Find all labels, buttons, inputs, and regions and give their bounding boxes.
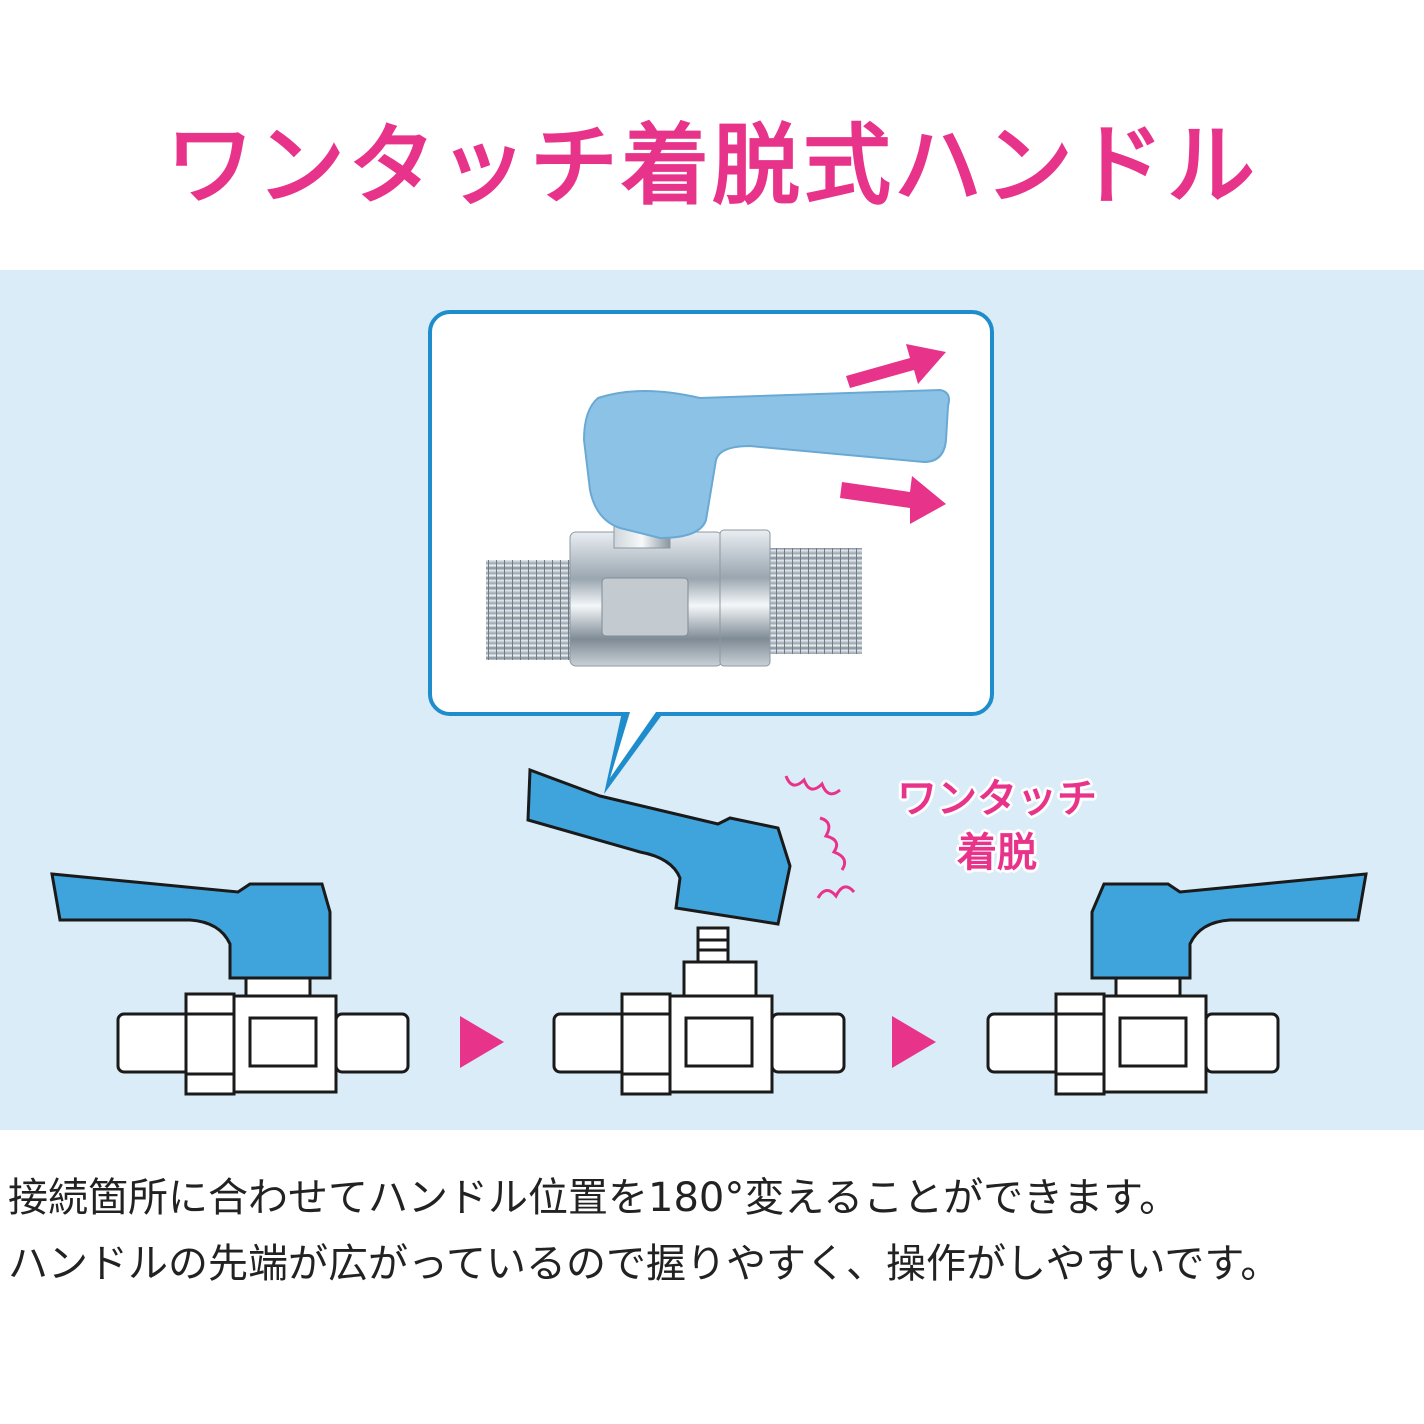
left-thread <box>486 560 576 660</box>
description-line-1: 接続箇所に合わせてハンドル位置を180°変えることができます。 <box>8 1175 1180 1221</box>
badge-line-2: 着脱 <box>957 830 1037 876</box>
step-arrow-2 <box>892 1016 936 1068</box>
page-title: ワンタッチ着脱式ハンドル <box>165 114 1258 217</box>
snap-squiggle <box>784 775 856 899</box>
union-nut <box>719 529 771 667</box>
right-thread <box>770 548 862 654</box>
step-arrow-1 <box>460 1016 504 1068</box>
handle-lever <box>582 388 950 540</box>
description: 接続箇所に合わせてハンドル位置を180°変えることができます。 ハンドルの先端が… <box>8 1165 1424 1297</box>
onetouch-badge: ワンタッチ 着脱 <box>872 772 1122 880</box>
badge-line-1: ワンタッチ <box>897 776 1097 822</box>
description-line-2: ハンドルの先端が広がっているので握りやすく、操作がしやすいです。 <box>8 1241 1281 1287</box>
valve-diagram-1 <box>50 872 410 1096</box>
valve-diagram-2 <box>526 767 846 1096</box>
callout-pointer <box>604 712 664 794</box>
valve-diagram-3 <box>986 872 1368 1096</box>
valve-photo <box>486 388 950 667</box>
motion-arrows <box>840 344 946 524</box>
